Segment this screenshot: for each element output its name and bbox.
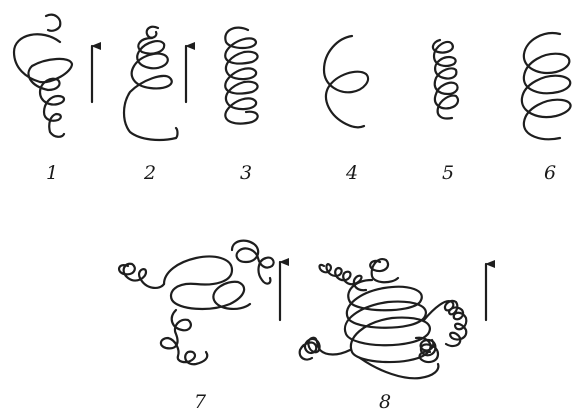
helix-8	[300, 259, 467, 378]
helix-1	[14, 15, 72, 137]
helix-5	[433, 40, 458, 119]
helix-6	[522, 33, 571, 139]
panel-label-3: 3	[240, 164, 252, 183]
helix-4	[324, 36, 368, 127]
helix-2	[124, 27, 178, 140]
panel-label-4: 4	[346, 164, 358, 183]
panel-label-5: 5	[442, 164, 454, 183]
panel-label-6: 6	[544, 164, 556, 183]
helix-3	[225, 28, 257, 124]
panel-label-7: 7	[194, 393, 206, 412]
panel-label-8: 8	[379, 393, 391, 412]
panel-label-2: 2	[144, 164, 156, 183]
helix-7	[119, 241, 274, 365]
panel-label-1: 1	[46, 164, 58, 183]
